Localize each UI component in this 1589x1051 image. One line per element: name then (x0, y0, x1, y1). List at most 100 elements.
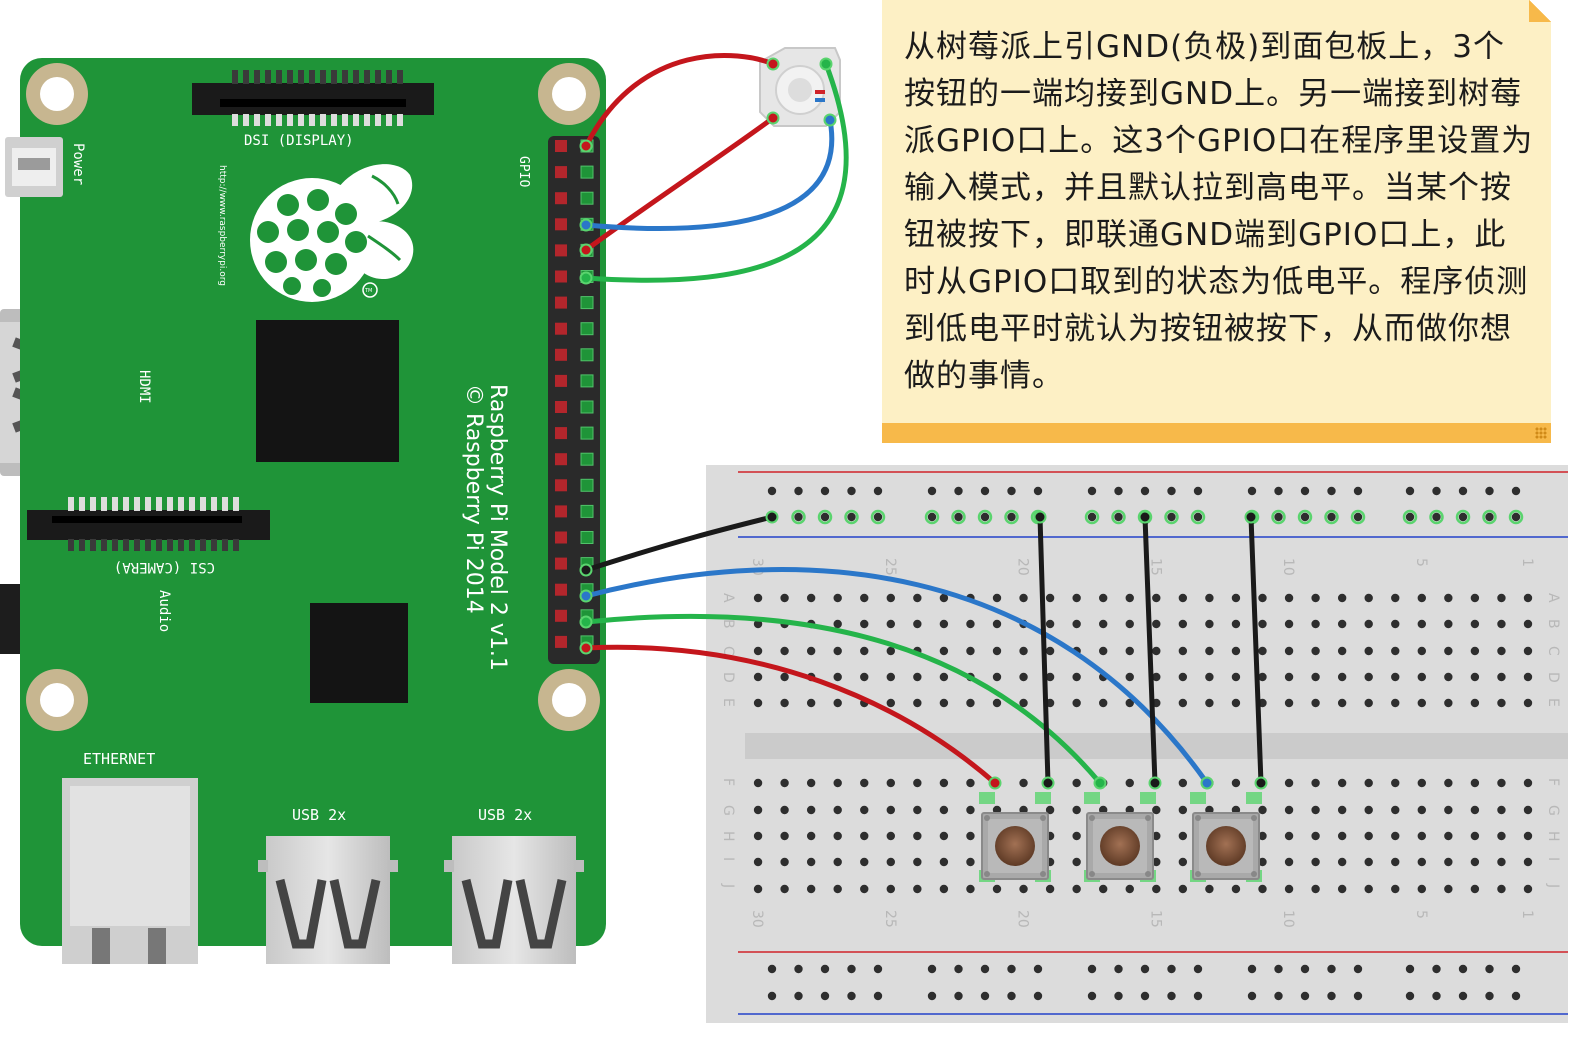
wire-end (766, 111, 780, 125)
breadboard-hole (1019, 646, 1028, 656)
gpio-pin (580, 296, 594, 310)
connected-hole-highlight (1324, 509, 1339, 525)
dsi-pin (287, 70, 293, 84)
power-rail-hole (1167, 512, 1176, 522)
breadboard-hole (1391, 778, 1400, 788)
breadboard-hole (1258, 619, 1267, 629)
wire-end (766, 57, 780, 71)
breadboard-hole (1231, 672, 1241, 682)
power-rail-hole (954, 964, 963, 974)
wire-end (579, 589, 593, 603)
breadboard-hole (806, 646, 816, 656)
power-rail-hole (980, 991, 990, 1001)
breadboard-hole (1337, 619, 1347, 629)
breadboard-hole (1099, 646, 1108, 656)
row-letter: C (720, 646, 736, 656)
gpio-pin (555, 244, 567, 257)
breadboard-hole (1364, 831, 1373, 841)
breadboard-hole (992, 593, 1002, 603)
breadboard-hole (1284, 698, 1294, 708)
connected-hole-highlight (1084, 509, 1100, 525)
power-rail-hole (1114, 486, 1123, 496)
breadboard-hole (1444, 672, 1453, 682)
dsi-pin (320, 70, 326, 84)
mounting-hole (26, 669, 88, 731)
breadboard-hole (1444, 646, 1453, 656)
lan-chip (310, 603, 408, 703)
csi-pin (167, 497, 173, 511)
wire-end (1200, 776, 1214, 790)
breadboard-hole (1497, 672, 1506, 682)
breadboard-hole (1152, 831, 1161, 841)
breadboard-hole (1497, 593, 1506, 603)
breadboard-hole (1178, 698, 1188, 708)
breadboard-hole (992, 672, 1002, 682)
connected-hole-highlight (791, 509, 806, 525)
power-rail-hole (1432, 964, 1441, 974)
wire-end (823, 113, 837, 127)
power-rail-hole (794, 991, 803, 1001)
row-letter: G (720, 805, 736, 816)
breadboard-hole (966, 805, 975, 815)
breadboard-hole (1364, 698, 1373, 708)
gpio-pin (555, 140, 567, 152)
breadboard-hole (1178, 805, 1188, 815)
breadboard-hole (833, 593, 842, 603)
breadboard-hole (780, 698, 789, 708)
breadboard-hole (1523, 646, 1533, 656)
connected-hole-highlight (1455, 509, 1471, 525)
breadboard-hole (1125, 698, 1134, 708)
csi-pin (156, 497, 162, 511)
breadboard-hole (992, 619, 1002, 629)
breadboard-hole (1364, 857, 1373, 867)
csi-pin (123, 497, 129, 511)
black-jumper-wire (1037, 514, 1051, 786)
breadboard-hole (860, 672, 869, 682)
breadboard-hole (1205, 619, 1214, 629)
power-rail-hole (1511, 512, 1521, 522)
power-rail-hole (1140, 486, 1150, 496)
push-button-cap (1100, 826, 1140, 866)
breadboard-hole (1391, 805, 1400, 815)
csi-pin (68, 539, 74, 551)
power-rail-hole (794, 486, 803, 496)
breadboard-hole (913, 805, 922, 815)
breadboard-hole (780, 593, 789, 603)
connected-hole-highlight (817, 509, 833, 525)
power-rail-hole (1405, 512, 1415, 522)
gpio-pin (580, 478, 594, 492)
breadboard-hole (1019, 672, 1028, 682)
power-rail-hole (1274, 964, 1283, 974)
breadboard-hole (1364, 646, 1373, 656)
breadboard-hole (1125, 672, 1134, 682)
csi-pin (79, 539, 85, 551)
breadboard-hole (833, 646, 842, 656)
breadboard-hole (913, 619, 922, 629)
row-letter: D (720, 672, 736, 683)
csi-pin (200, 539, 206, 551)
row-letter: J (1545, 883, 1561, 888)
power-rail-hole (1405, 486, 1415, 496)
breadboard-hole (1311, 831, 1320, 841)
breadboard-hole (1391, 831, 1400, 841)
csi-label: CSI (CAMERA) (114, 559, 215, 575)
csi-pin (211, 539, 217, 551)
gpio-pin (555, 557, 567, 570)
wire-end (819, 57, 833, 71)
breadboard-hole (1178, 593, 1188, 603)
breadboard-hole (939, 593, 949, 603)
breadboard-hole (913, 672, 922, 682)
breadboard-hole (1497, 831, 1506, 841)
breadboard-hole (833, 884, 842, 894)
breadboard-hole (1444, 857, 1453, 867)
gpio-pin (555, 609, 567, 622)
breadboard-hole (1417, 698, 1427, 708)
power-rail-hole (820, 964, 830, 974)
breadboard-hole (1072, 884, 1081, 894)
connected-hole-highlight (924, 509, 940, 525)
dsi-pin (375, 114, 381, 126)
csi-pin (79, 497, 85, 511)
breadboard-hole (966, 884, 975, 894)
breadboard-hole (1311, 857, 1320, 867)
green-wire (583, 61, 849, 283)
